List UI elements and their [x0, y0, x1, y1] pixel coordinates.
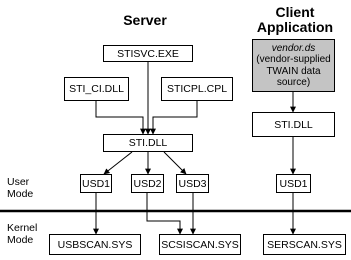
server-usd1-box: USD1 — [80, 174, 112, 193]
arrow-sticpl-to-sti-dll — [150, 101, 198, 135]
client-heading-line1: Client — [275, 4, 315, 20]
user-mode-line1: User — [7, 176, 30, 188]
vendor-ds-desc-line3: source) — [276, 77, 311, 88]
user-mode-line2: Mode — [7, 188, 34, 200]
server-usd3-box: USD3 — [176, 174, 209, 193]
sticpl-cpl-box: STICPL.CPL — [161, 77, 233, 101]
client-usd1-box: USD1 — [276, 174, 311, 193]
client-application-heading: Client Application — [246, 5, 344, 35]
client-heading-line2: Application — [256, 19, 334, 35]
server-sti-dll-box: STI.DLL — [103, 134, 193, 152]
usbscan-sys-box: USBSCAN.SYS — [49, 234, 141, 255]
arrow-usd2-to-scsiscan — [146, 193, 183, 235]
vendor-ds-desc-line2: TWAIN data — [266, 65, 321, 77]
arrow-sti-ci-to-sti-dll — [95, 101, 146, 135]
scsiscan-sys-box: SCSISCAN.SYS — [159, 234, 241, 255]
serscan-sys-box: SERSCAN.SYS — [263, 234, 346, 255]
sti-ci-dll-box: STI_CI.DLL — [64, 77, 129, 101]
kernel-mode-line2: Mode — [7, 234, 34, 246]
arrow-sti-dll-to-usd3 — [163, 151, 187, 175]
client-sti-dll-box: STI.DLL — [252, 112, 335, 137]
server-heading: Server — [123, 12, 167, 28]
arrow-sti-dll-to-usd1 — [103, 151, 133, 175]
vendor-ds-box: vendor.ds (vendor-supplied TWAIN data so… — [252, 39, 335, 92]
kernel-mode-line1: Kernel — [7, 222, 38, 234]
kernel-mode-label: Kernel Mode — [7, 222, 37, 246]
vendor-ds-name: vendor.ds — [271, 42, 316, 54]
vendor-ds-desc-line1: (vendor-supplied — [256, 54, 331, 65]
stisvc-exe-box: STISVC.EXE — [103, 45, 193, 62]
user-mode-label: User Mode — [7, 176, 33, 200]
server-usd2-box: USD2 — [131, 174, 164, 193]
